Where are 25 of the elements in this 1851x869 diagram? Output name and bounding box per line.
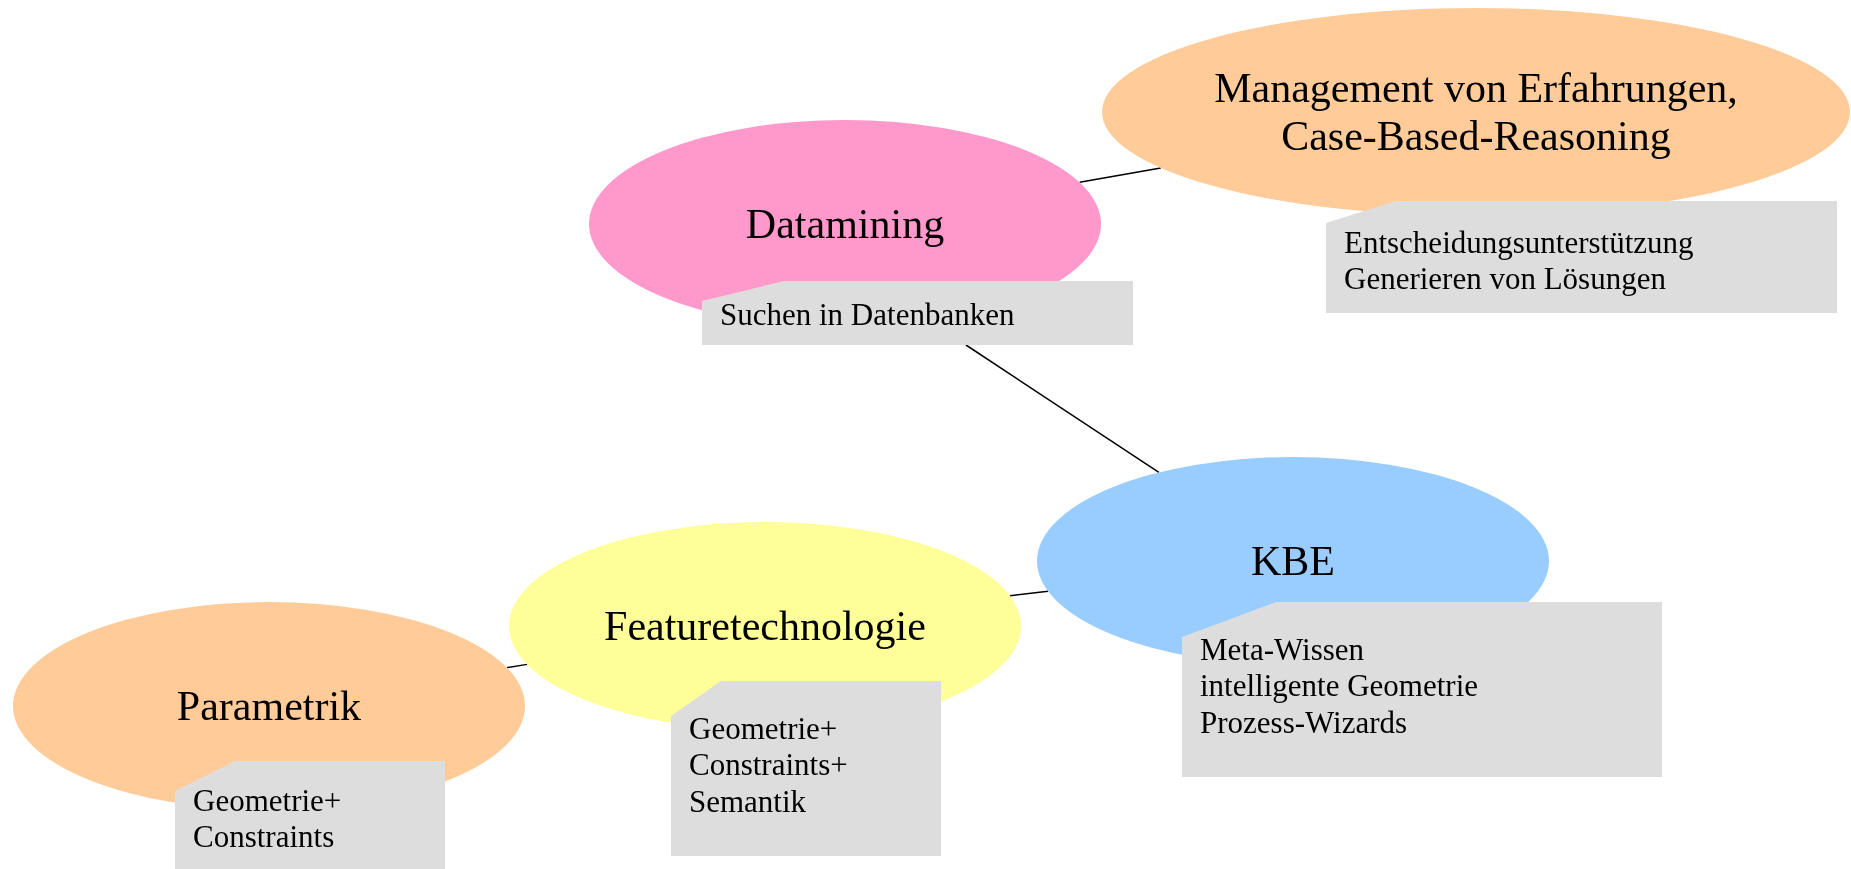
topic-label: Datamining: [745, 199, 945, 249]
topic-label: Featuretechnologie: [604, 601, 926, 651]
callout-text: Meta-Wissen: [1200, 632, 1366, 669]
callout-text: Generieren von Lösungen: [1344, 261, 1667, 298]
connector-line: [1078, 167, 1162, 184]
callout-text: Semantik: [689, 783, 808, 820]
topic-label: Parametrik: [176, 681, 362, 731]
callout-text: Suchen in Datenbanken: [720, 296, 1016, 334]
topic-label: KBE: [1251, 536, 1335, 586]
connector-line: [506, 663, 528, 669]
connector-line: [1009, 590, 1049, 597]
callout-tooltip: [175, 761, 445, 869]
callout-text: Geometrie+: [689, 711, 839, 748]
callout-tooltip: [1326, 201, 1837, 313]
callout-text: Entscheidungsunterstützung: [1344, 224, 1695, 261]
topic-label: Management von Erfahrungen, Case-Based-Reasoning: [1213, 63, 1739, 161]
callout-text: Prozess-Wizards: [1200, 704, 1409, 741]
connector-line: [965, 344, 1160, 474]
callout-tooltip: [702, 281, 1133, 345]
callout-text: Constraints: [193, 819, 336, 856]
callout-tooltip: [671, 681, 941, 856]
callout-text: Geometrie+: [193, 783, 343, 820]
callout-text: Constraints+: [689, 747, 849, 784]
callout-tooltip: [1182, 602, 1662, 777]
callout-text: intelligente Geometrie: [1200, 668, 1480, 705]
